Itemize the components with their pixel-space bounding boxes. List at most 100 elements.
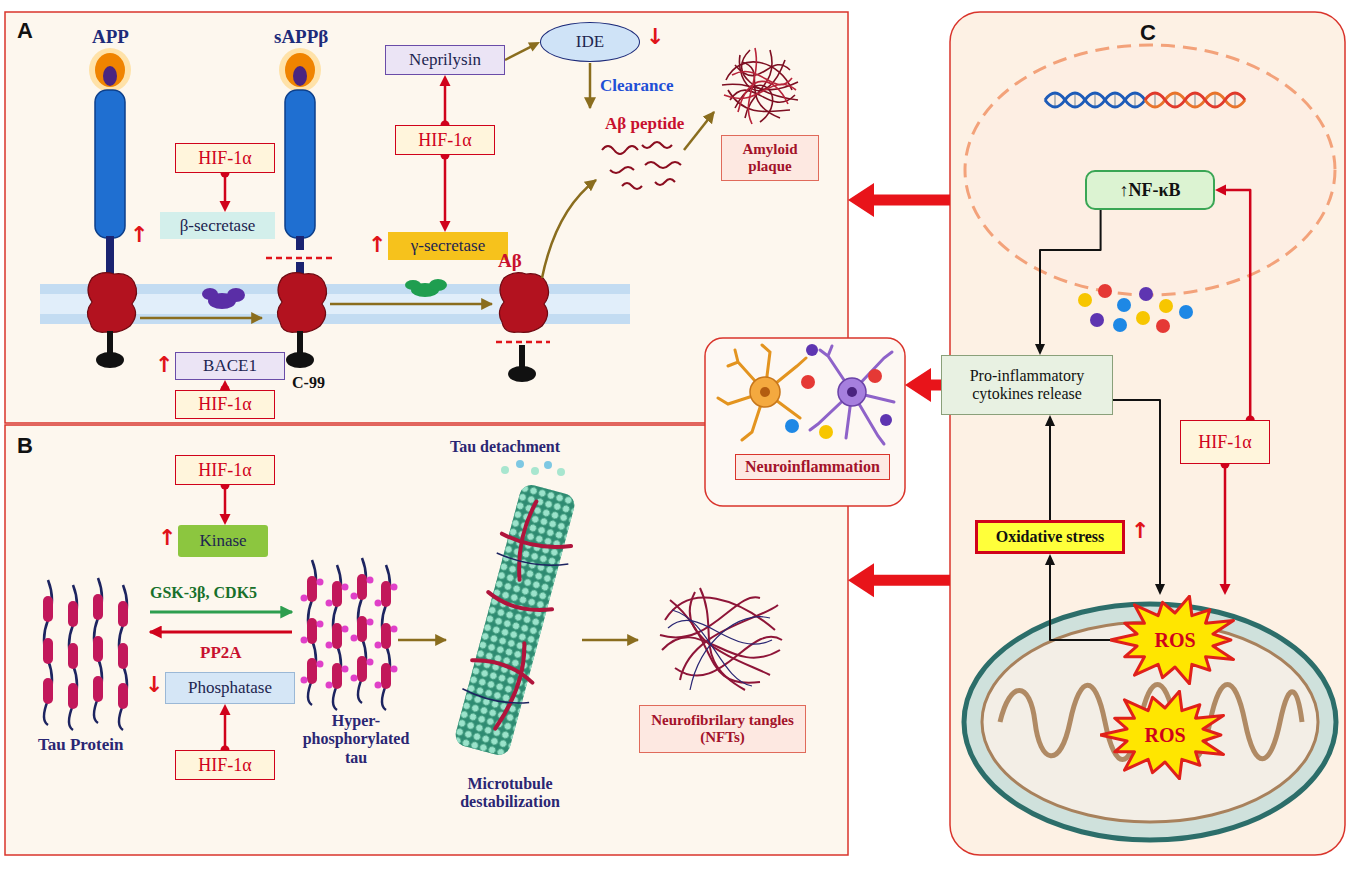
nft-tangle-image: [668, 620, 772, 644]
tau-protein-strands: [43, 578, 128, 730]
abeta-protein: [496, 341, 550, 344]
connector-line: [930, 380, 941, 391]
structure-label: Tau Protein: [38, 735, 124, 755]
arrow-head: [220, 201, 231, 212]
gamma-secretase-enzyme: [429, 279, 447, 291]
neuron-cell: [847, 387, 857, 397]
label-holder: PP2A: [200, 643, 242, 663]
arrow-head: [1155, 584, 1165, 595]
dna-helix: [1045, 93, 1145, 107]
detached-tau-dots: [557, 468, 565, 476]
node-text: C: [1140, 20, 1156, 45]
enzyme-ellipse: IDE: [540, 22, 640, 62]
kinase-phosphatase-arrows: [150, 612, 292, 632]
cytokine-dots: [1113, 318, 1127, 332]
cytokine-dots: [806, 344, 818, 356]
microtubule: [453, 482, 577, 757]
structure-label: Hyper-phosphorylated tau: [296, 712, 416, 767]
node-text: Amyloid plaque: [730, 141, 810, 176]
nft-tangle-image: [660, 588, 782, 690]
hyperphosphorylated-tau-strands: [381, 565, 391, 710]
microtubule: [446, 481, 585, 760]
hif-box: HIF-1α: [175, 143, 275, 173]
node-text: HIF-1α: [198, 394, 251, 415]
dna-helix: [1154, 94, 1156, 106]
node-text: β-secretase: [180, 216, 256, 236]
label-holder: Tau Protein: [38, 735, 124, 755]
node-text: Neurofibrilary tangles (NFTs): [648, 712, 797, 747]
transcription-factor-box: ↑NF-κB: [1085, 170, 1215, 210]
cytokine-dots: [1090, 313, 1104, 327]
tau-protein-strands: [68, 585, 78, 730]
hif-box: HIF-1α: [175, 455, 275, 485]
cytokine-dots: [880, 414, 892, 426]
connector-line: [1049, 425, 1051, 520]
enzyme-label-box: γ-secretase: [388, 232, 508, 260]
dna-helix: [1054, 94, 1056, 106]
node-text: HIF-1α: [198, 755, 251, 776]
dna-helix: [1214, 94, 1216, 106]
abeta-protein: [508, 345, 536, 382]
label-holder: Hyper-phosphorylated tau: [296, 712, 416, 767]
hif-box: HIF-1α: [175, 750, 275, 780]
dna-helix: [1174, 94, 1176, 106]
cytokine-dots: [1136, 311, 1150, 325]
cytokine-dots: [1098, 284, 1112, 298]
arrow-head: [440, 221, 451, 232]
enzyme-label: GSK-3β, CDK5: [150, 584, 257, 602]
dna-helix: [1074, 94, 1076, 106]
cytokine-dots: [868, 369, 882, 383]
cytokine-dots: [1159, 299, 1173, 313]
tau-protein-strands: [118, 585, 128, 730]
process-label: Tau detachment: [450, 438, 560, 456]
label-holder: ↑: [1131, 518, 1149, 543]
fragment-label: C-99: [292, 374, 325, 392]
enzyme-box: Neprilysin: [385, 45, 505, 75]
amyloid-plaque-image: [748, 48, 756, 124]
starburst-shape: [1100, 691, 1224, 779]
neuron-cell: [838, 378, 866, 406]
connector: [905, 368, 941, 402]
label-holder: sAPPβ: [274, 26, 328, 48]
enzyme-box: BACE1: [175, 352, 285, 380]
node-text: HIF-1α: [418, 130, 471, 151]
microtubule: [495, 642, 529, 732]
label-holder: APP: [92, 26, 129, 48]
label-holder: Microtubule destabilization: [440, 775, 580, 812]
dna-helix: [1094, 94, 1096, 106]
outcome-box: Amyloid plaque: [721, 135, 819, 181]
node-text: HIF-1α: [198, 148, 251, 169]
connector: [1215, 185, 1255, 425]
amyloid-plaque-image: [738, 81, 788, 112]
arrow-head: [1045, 415, 1055, 426]
panel-ground: [950, 12, 1345, 855]
amyloid-plaque-image: [724, 48, 796, 124]
gamma-secretase-enzyme: [405, 280, 421, 290]
abeta-peptide-squiggles: [602, 146, 638, 154]
microtubule: [501, 528, 571, 555]
nucleus: [965, 45, 1335, 295]
beta-secretase-enzyme: [202, 288, 245, 309]
connector: [220, 704, 231, 755]
change-arrow: ↓: [145, 672, 163, 697]
arrow-head: [1045, 554, 1055, 565]
panel: C↑NF-κBPro-inflammatory cytokines releas…: [950, 12, 1345, 855]
label-holder: Aβ: [498, 250, 522, 272]
connector-line: [444, 85, 447, 125]
amyloid-plaque-image: [732, 72, 792, 85]
microtubule: [453, 495, 580, 735]
connector: [848, 563, 950, 597]
flow-arrow: [684, 112, 714, 150]
tau-protein-strands: [43, 580, 53, 725]
label-holder: Aβ peptide: [605, 114, 684, 134]
label-holder: Clearance: [600, 76, 674, 96]
sappb-protein: [277, 273, 326, 333]
connector-line: [873, 195, 950, 206]
label-holder: GSK-3β, CDK5: [150, 584, 257, 602]
dna-helix: [1045, 93, 1145, 107]
protein-label: Aβ: [498, 250, 522, 272]
sappb-protein: [286, 331, 314, 368]
beta-secretase-enzyme: [202, 288, 218, 300]
sappb-protein: [296, 236, 304, 250]
abeta-protein: [499, 273, 548, 333]
